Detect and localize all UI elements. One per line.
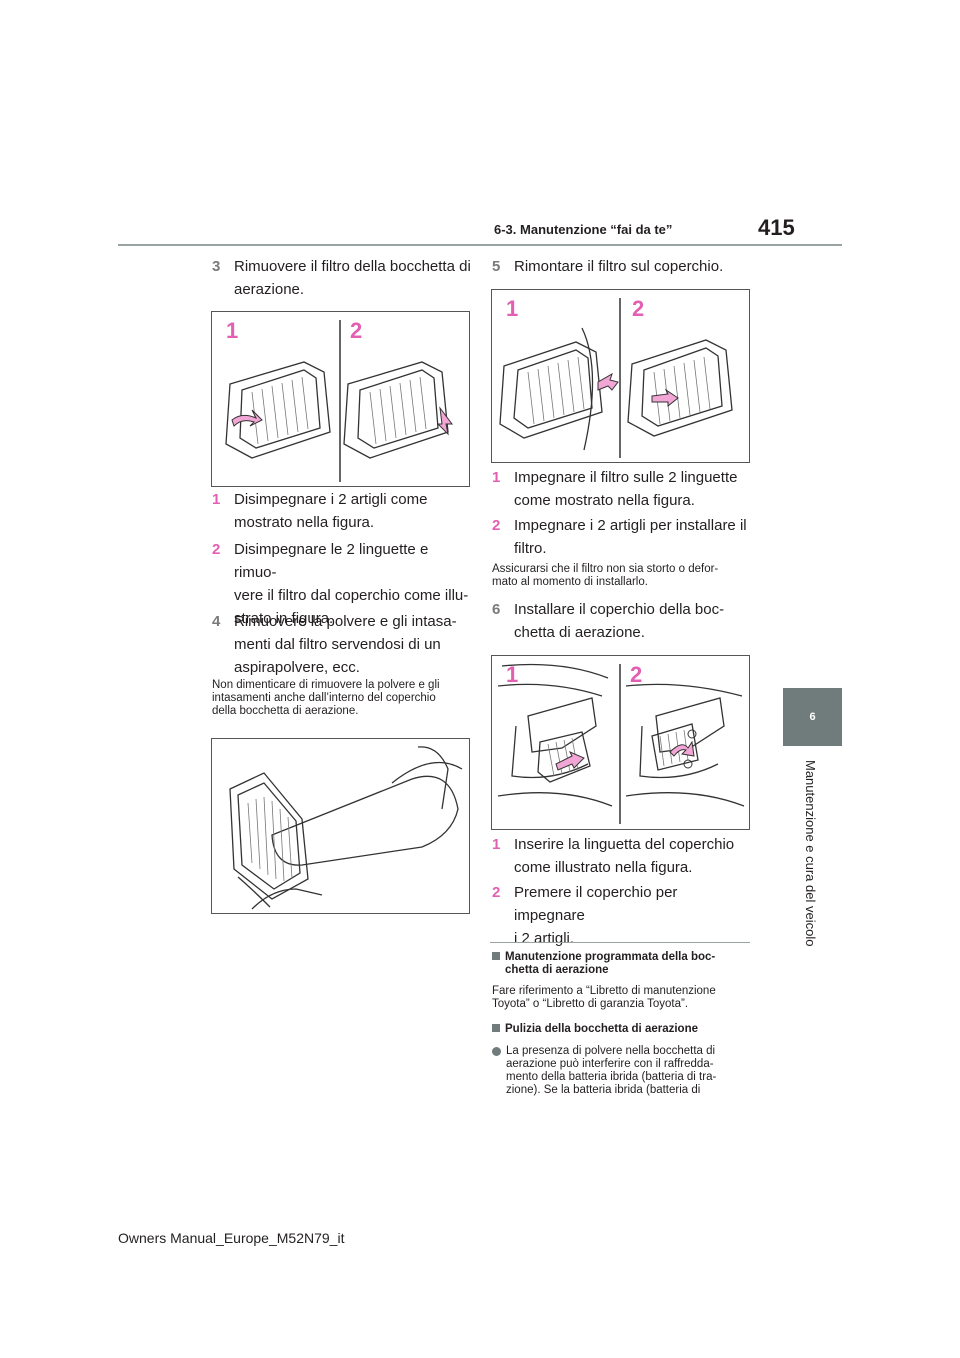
substep-number: 2 bbox=[492, 884, 501, 901]
substep-1: 1 Impegnare il filtro sulle 2 linguette … bbox=[492, 466, 752, 512]
square-bullet-icon bbox=[492, 1024, 500, 1032]
figure-refit-filter: 1 2 bbox=[491, 289, 750, 463]
substep-text: i 2 artigli. bbox=[514, 930, 575, 947]
substep-number: 2 bbox=[492, 517, 501, 534]
step-5: 5 Rimontare il filtro sul coperchio. bbox=[492, 255, 752, 278]
step-6: 6 Installare il coperchio della boc- che… bbox=[492, 598, 752, 644]
chapter-title: Manutenzione e cura del veicolo bbox=[803, 760, 818, 947]
bullet-line: aerazione può interferire con il raffred… bbox=[506, 1058, 714, 1070]
substep-text: Disimpegnare i 2 artigli come bbox=[234, 491, 428, 508]
step-text: aspirapolvere, ecc. bbox=[234, 659, 360, 676]
chapter-number: 6 bbox=[809, 711, 816, 723]
body-line: Fare riferimento a “Libretto di manutenz… bbox=[492, 985, 716, 997]
note-line: intasamenti anche dall’interno del coper… bbox=[212, 692, 436, 704]
substep-text: come mostrato nella figura. bbox=[514, 492, 695, 509]
step-number: 5 bbox=[492, 258, 501, 275]
substep-number: 2 bbox=[212, 541, 221, 558]
note-right: Assicurarsi che il filtro non sia storto… bbox=[492, 563, 752, 589]
substep-text: Impegnare i 2 artigli per installare il bbox=[514, 517, 747, 534]
vacuum-cleaner-illustration bbox=[229, 746, 463, 910]
substep-text: Disimpegnare le 2 linguette e rimuo- bbox=[234, 541, 429, 581]
substep-number: 1 bbox=[492, 836, 501, 853]
step-number: 6 bbox=[492, 601, 501, 618]
figure-install-cover: 1 2 bbox=[491, 655, 750, 830]
section-heading-cleaning: Pulizia della bocchetta di aerazione bbox=[492, 1023, 752, 1036]
note-line: mato al momento di installarlo. bbox=[492, 576, 648, 588]
bullet-line: zione). Se la batteria ibrida (batteria … bbox=[506, 1084, 701, 1096]
substep-text: Premere il coperchio per impegnare bbox=[514, 884, 678, 924]
step-number: 4 bbox=[212, 613, 221, 630]
section-title: 6-3. Manutenzione “fai da te” bbox=[494, 222, 673, 237]
step-text: chetta di aerazione. bbox=[514, 624, 645, 641]
bullet-line: mento della batteria ibrida (batteria di… bbox=[506, 1071, 717, 1083]
round-bullet-icon bbox=[492, 1047, 501, 1056]
figure-label-2: 2 bbox=[632, 296, 645, 321]
figure-label-1: 1 bbox=[226, 318, 239, 343]
filter-removal-illustration bbox=[225, 320, 453, 482]
section-divider bbox=[490, 942, 750, 943]
substep-text: vere il filtro dal coperchio come illu- bbox=[234, 587, 469, 604]
section-heading-maintenance: Manutenzione programmata della boc- chet… bbox=[492, 951, 752, 977]
substep-text: mostrato nella figura. bbox=[234, 514, 375, 531]
substep-number: 1 bbox=[212, 491, 221, 508]
step-number: 3 bbox=[212, 258, 221, 275]
substep-2: 2 Impegnare i 2 artigli per installare i… bbox=[492, 514, 752, 560]
substep-2: 2 Disimpegnare le 2 linguette e rimuo- v… bbox=[212, 538, 472, 630]
substep-2: 2 Premere il coperchio per impegnare i 2… bbox=[492, 881, 752, 950]
step-text: Installare il coperchio della boc- bbox=[514, 601, 725, 618]
substep-text: Impegnare il filtro sulle 2 linguette bbox=[514, 469, 738, 486]
chapter-tab: 6 bbox=[783, 688, 842, 746]
heading-text: Manutenzione programmata della boc- bbox=[505, 951, 716, 963]
note-left: Non dimenticare di rimuovere la polvere … bbox=[212, 679, 472, 718]
filter-refit-illustration bbox=[499, 298, 733, 458]
figure-label-2: 2 bbox=[630, 662, 643, 687]
step-4: 4 Rimuovere la polvere e gli intasa- men… bbox=[212, 610, 472, 679]
substep-1: 1 Disimpegnare i 2 artigli come mostrato… bbox=[212, 488, 472, 534]
figure-remove-filter: 1 2 bbox=[211, 311, 470, 487]
figure-label-1: 1 bbox=[506, 296, 519, 321]
step-text: Rimuovere la polvere e gli intasa- bbox=[234, 613, 457, 630]
heading-text: chetta di aerazione bbox=[505, 964, 609, 976]
figure-vacuum bbox=[211, 738, 470, 914]
bullet-line: La presenza di polvere nella bocchetta d… bbox=[506, 1045, 716, 1057]
substep-1: 1 Inserire la linguetta del coperchio co… bbox=[492, 833, 752, 879]
step-text: Rimontare il filtro sul coperchio. bbox=[514, 258, 724, 275]
substep-text: come illustrato nella figura. bbox=[514, 859, 693, 876]
step-text: aerazione. bbox=[234, 281, 305, 298]
note-line: Assicurarsi che il filtro non sia storto… bbox=[492, 563, 719, 575]
substep-number: 1 bbox=[492, 469, 501, 486]
heading-text: Pulizia della bocchetta di aerazione bbox=[505, 1023, 699, 1035]
square-bullet-icon bbox=[492, 952, 500, 960]
section-body-maintenance: Fare riferimento a “Libretto di manutenz… bbox=[492, 985, 752, 1011]
figure-label-2: 2 bbox=[350, 318, 363, 343]
substep-text: Inserire la linguetta del coperchio bbox=[514, 836, 735, 853]
cover-install-illustration bbox=[497, 663, 745, 824]
chapter-side-label: Manutenzione e cura del veicolo bbox=[777, 760, 847, 950]
step-text: Rimuovere il filtro della bocchetta di bbox=[234, 258, 471, 275]
step-3: 3 Rimuovere il filtro della bocchetta di… bbox=[212, 255, 472, 301]
step-text: menti dal filtro servendosi di un bbox=[234, 636, 441, 653]
substep-text: strato in figura. bbox=[234, 610, 334, 627]
note-line: della bocchetta di aerazione. bbox=[212, 705, 359, 717]
note-line: Non dimenticare di rimuovere la polvere … bbox=[212, 679, 440, 691]
substep-text: filtro. bbox=[514, 540, 547, 557]
header-divider bbox=[118, 244, 842, 246]
footer-text: Owners Manual_Europe_M52N79_it bbox=[118, 1230, 345, 1246]
page-number: 415 bbox=[758, 215, 795, 240]
bullet-dust: La presenza di polvere nella bocchetta d… bbox=[492, 1045, 752, 1097]
figure-label-1: 1 bbox=[506, 662, 519, 687]
body-line: Toyota” o “Libretto di garanzia Toyota”. bbox=[492, 998, 689, 1010]
